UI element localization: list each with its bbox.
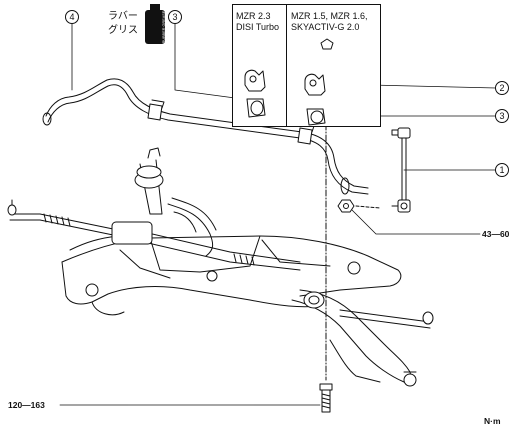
crossmember: [61, 235, 402, 316]
leader-lines: [59, 21, 497, 406]
inset-parts-artwork: [244, 38, 334, 126]
inset-left-title-line2: DISI Turbo: [236, 22, 280, 32]
engine-variant-inset: MZR 2.3 DISI Turbo MZR 1.5, MZR 1.6, SKY…: [232, 4, 381, 127]
callout-3-top: 3: [168, 10, 182, 24]
torque-unit: N·m: [484, 416, 501, 426]
inset-right-title-line2: SKYACTIV-G 2.0: [291, 22, 360, 32]
steering-gear: [7, 147, 301, 271]
link-nut: [337, 199, 355, 213]
inset-left-title-line1: MZR 2.3: [236, 11, 271, 21]
grease-tube-text: RUBBER GREASE: [162, 10, 166, 43]
callout-1: 1: [495, 163, 509, 177]
grease-label-line2: グリス: [108, 25, 138, 36]
grease-label-line1: ラバー: [108, 11, 138, 22]
bottom-bolt: [319, 383, 333, 413]
inset-right-title-line1: MZR 1.5, MZR 1.6,: [291, 11, 368, 21]
callout-2: 2: [495, 81, 509, 95]
stabilizer-link: [355, 127, 411, 213]
callout-4: 4: [65, 10, 79, 24]
torque-bottom-bolt: 120—163: [8, 400, 45, 410]
callout-3-right: 3: [495, 109, 509, 123]
lower-arm: [291, 289, 434, 387]
grease-tube-icon: RUBBER GREASE: [145, 4, 166, 44]
torque-link-nut: 43—60: [482, 229, 510, 239]
inset-divider: [286, 5, 287, 126]
